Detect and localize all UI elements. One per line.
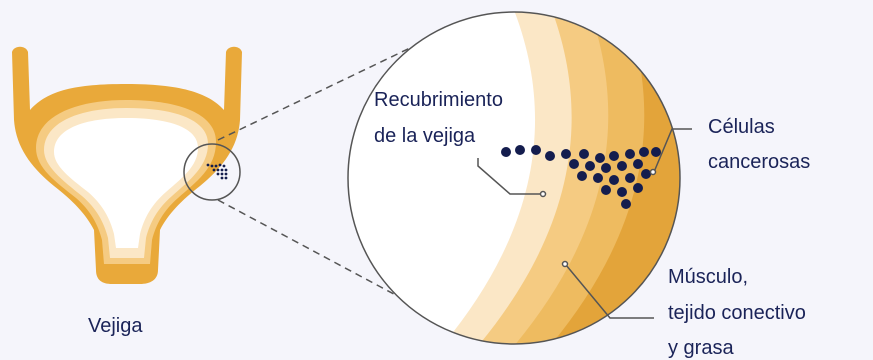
zoom-source-circle [183, 143, 241, 201]
leader-lining-end [539, 190, 547, 198]
leader-lines [477, 128, 692, 319]
organ-cancer-cluster [206, 163, 228, 180]
zoom-line-top [217, 35, 436, 141]
zoom-circle-outline [347, 11, 681, 345]
label-lining-1: Recubrimiento [374, 89, 503, 111]
label-cancer-1: Células [708, 116, 775, 138]
leader-cancer [653, 128, 692, 173]
label-organ: Vejiga [88, 315, 143, 337]
bladder-organ [12, 46, 242, 284]
leader-muscle [565, 264, 654, 319]
bladder-lumen [54, 118, 198, 248]
leader-lining [477, 158, 542, 195]
leader-muscle-end [561, 260, 569, 268]
label-cancer-2: cancerosas [708, 151, 810, 173]
magnified-view [348, 12, 680, 344]
label-muscle-3: y grasa [668, 337, 734, 359]
label-muscle-2: tejido conectivo [668, 302, 806, 324]
label-lining-2: de la vejiga [374, 125, 476, 147]
leader-cancer-end [649, 168, 657, 176]
cancer-cells [501, 145, 661, 209]
label-muscle-1: Músculo, [668, 266, 748, 288]
